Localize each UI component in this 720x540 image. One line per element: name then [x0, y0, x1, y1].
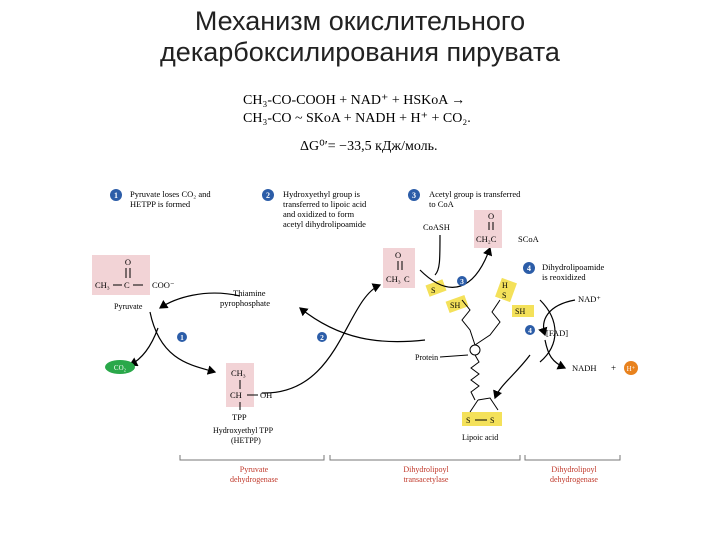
title-line-1: Механизм окислительного — [194, 6, 526, 36]
acetyl-dihydrolipoamide: O CH₃ C S SH — [383, 248, 469, 314]
dihydrolipoamide-right: H S SH — [495, 277, 534, 317]
step-4-line-2: is reoxidized — [542, 272, 586, 282]
protein-label: Protein — [415, 353, 438, 362]
enzyme-brackets — [179, 455, 621, 461]
protein-arm — [439, 299, 501, 401]
svg-text:1: 1 — [180, 333, 184, 342]
hetpp-label-line-1: Hydroxyethyl TPP — [213, 426, 274, 435]
delta-g-value: ΔG⁰′= −33,5 кДж/моль. — [300, 139, 438, 154]
step-2-line-3: and oxidized to form — [283, 209, 354, 219]
step-1-line-2: HETPP is formed — [130, 199, 191, 209]
enzyme-2-line-1: Dihydrolipoyl — [403, 465, 449, 474]
step-2-caption: 2 Hydroxyethyl group is transferred to l… — [262, 189, 367, 229]
step-2-line-2: transferred to lipoic acid — [283, 199, 367, 209]
pyruvate-highlight — [92, 255, 150, 295]
hetpp-label-line-2: (HETPP) — [231, 436, 261, 445]
tpp-label-line-1: Thiamine — [233, 288, 266, 298]
svg-text:H⁺: H⁺ — [627, 365, 636, 373]
svg-text:H: H — [502, 281, 508, 290]
step-4-line-1: Dihydrolipoamide — [542, 262, 605, 272]
step-2-line-1: Hydroxyethyl group is — [283, 189, 360, 199]
svg-text:C: C — [124, 280, 130, 290]
svg-text:4: 4 — [528, 326, 532, 335]
lipoic-acid-label: Lipoic acid — [462, 433, 498, 442]
svg-text:CO₂: CO₂ — [114, 364, 127, 372]
coash-label: CoASH — [423, 222, 450, 232]
step-3-badge — [408, 189, 420, 201]
step-2-line-4: acetyl dihydrolipoamide — [283, 219, 366, 229]
step-4-caption: 4 Dihydrolipoamide is reoxidized — [523, 262, 605, 282]
step-1-line-1: Pyruvate loses CO₂ and — [130, 189, 211, 199]
svg-text:SCoA: SCoA — [518, 234, 540, 244]
hplus-product: H⁺ — [624, 361, 638, 375]
step-4-badge — [523, 262, 535, 274]
svg-text:S: S — [502, 291, 506, 300]
step-3-caption: 3 Acetyl group is transferred to CoA — [408, 189, 521, 209]
nadh-label: NADH — [572, 363, 597, 373]
svg-text:C: C — [404, 274, 410, 284]
svg-text:CH₃: CH₃ — [95, 280, 110, 290]
svg-text:S: S — [490, 416, 494, 425]
svg-text:S: S — [431, 286, 435, 295]
fad-label: [FAD] — [546, 328, 568, 338]
equation-line-2: CH₃-CO ~ SKoA + NADH + H⁺ + CO₂. — [243, 111, 471, 126]
enzyme-1-line-1: Pyruvate — [240, 465, 269, 474]
title-line-2: декарбоксилирования пирувата — [160, 37, 560, 67]
hetpp-structure: CH₃ CH OH TPP Hydroxyethyl TPP (HETPP) — [213, 363, 274, 445]
step-3-line-2: to CoA — [429, 199, 455, 209]
enzyme-3-line-1: Dihydrolipoyl — [551, 465, 597, 474]
svg-text:2: 2 — [320, 333, 324, 342]
step-3-number: 3 — [412, 191, 416, 200]
cycle-2-arrows — [261, 283, 426, 394]
cycle-2-badge — [317, 332, 327, 342]
step-1-number: 1 — [114, 191, 118, 200]
svg-text:SH: SH — [450, 301, 460, 310]
step-4-number: 4 — [527, 264, 531, 273]
step-2-badge — [262, 189, 274, 201]
svg-text:TPP: TPP — [232, 412, 247, 422]
svg-text:CH: CH — [230, 390, 242, 400]
step-2-number: 2 — [266, 191, 270, 200]
step-3-line-1: Acetyl group is transferred — [429, 189, 521, 199]
svg-text:CH₃: CH₃ — [231, 368, 246, 378]
plus-sign: + — [611, 363, 616, 373]
svg-text:CH₃: CH₃ — [386, 274, 401, 284]
step-1-badge — [110, 189, 122, 201]
equation-line-1: CH₃-CO-COOH + NAD⁺ + HSKoA → — [243, 93, 466, 108]
svg-text:CH₂C: CH₂C — [476, 234, 497, 244]
step-1-caption: 1 Pyruvate loses CO₂ and HETPP is formed — [110, 189, 211, 209]
enzyme-3-line-2: dehydrogenase — [550, 475, 598, 484]
svg-text:COO⁻: COO⁻ — [152, 280, 175, 290]
enzyme-1-line-2: dehydrogenase — [230, 475, 278, 484]
co2-product: CO₂ — [105, 360, 135, 374]
pyruvate-structure: O CH₃ C COO⁻ Pyruvate — [92, 255, 175, 311]
cycle-4-badge — [525, 325, 535, 335]
nad-label: NAD⁺ — [578, 294, 601, 304]
pyruvate-label: Pyruvate — [114, 302, 143, 311]
svg-text:O: O — [125, 257, 131, 267]
enzyme-2-line-2: transacetylase — [404, 475, 449, 484]
svg-text:SH: SH — [515, 307, 525, 316]
slide-title: Механизм окислительного декарбоксилирова… — [0, 6, 720, 68]
svg-text:O: O — [395, 250, 401, 260]
svg-text:S: S — [466, 416, 470, 425]
tpp-label-line-2: pyrophosphate — [220, 298, 270, 308]
cycle-1-badge — [177, 332, 187, 342]
coa-transfer: CoASH O CH₂C SCoA 3 — [419, 210, 540, 288]
lipoic-acid-ring: S S Lipoic acid — [462, 397, 502, 442]
svg-text:OH: OH — [260, 390, 272, 400]
svg-text:O: O — [488, 211, 494, 221]
reoxidation-arrows — [493, 299, 576, 400]
svg-text:3: 3 — [460, 277, 464, 286]
